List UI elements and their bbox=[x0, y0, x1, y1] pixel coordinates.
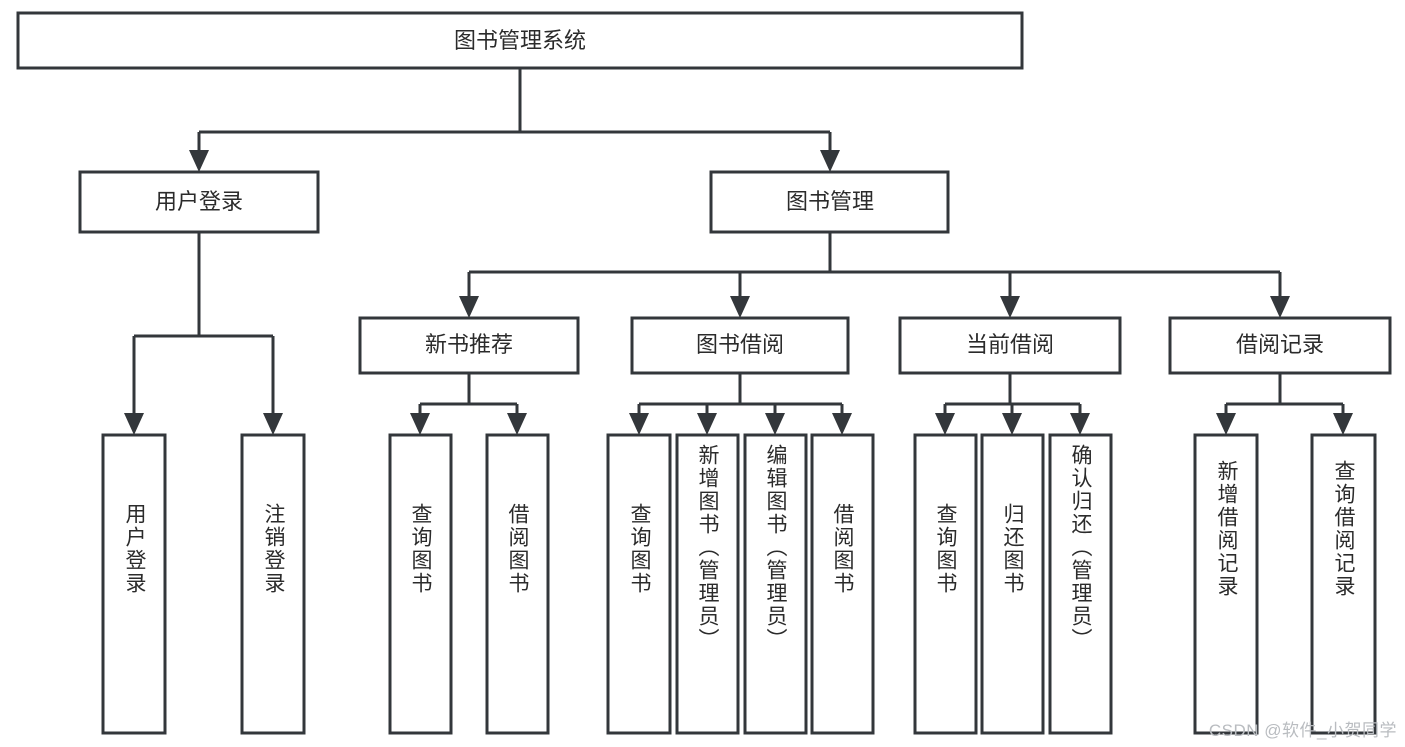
node-leaf-return-book[interactable] bbox=[980, 433, 1045, 735]
connector-book-borrow-bus bbox=[637, 373, 844, 415]
arrow-to-leaf-add-book bbox=[697, 413, 717, 435]
arrow-to-leaf-add-record bbox=[1216, 413, 1236, 435]
node-book-manage[interactable] bbox=[709, 170, 950, 234]
arrow-to-leaf-user-logout bbox=[263, 413, 283, 435]
node-leaf-query-book-2[interactable] bbox=[606, 433, 672, 735]
node-leaf-query-record[interactable] bbox=[1310, 433, 1377, 735]
node-leaf-edit-book[interactable] bbox=[743, 433, 808, 735]
arrow-to-leaf-edit-book bbox=[765, 413, 785, 435]
node-leaf-query-book-1[interactable] bbox=[388, 433, 453, 735]
node-borrow-record[interactable] bbox=[1168, 316, 1392, 375]
arrow-to-current-borrow bbox=[1000, 296, 1020, 318]
connector-layer bbox=[124, 68, 1353, 435]
arrow-to-book-borrow bbox=[730, 296, 750, 318]
arrow-to-leaf-user-login bbox=[124, 413, 144, 435]
connector-user-login-bus bbox=[132, 232, 275, 415]
node-leaf-user-logout[interactable] bbox=[240, 433, 306, 735]
arrow-to-user-login bbox=[189, 150, 209, 172]
node-root[interactable] bbox=[16, 11, 1024, 70]
arrow-to-leaf-borrow-book-1 bbox=[507, 413, 527, 435]
connector-book-manage-bus bbox=[467, 232, 1282, 298]
connector-current-borrow-bus bbox=[943, 373, 1082, 415]
connector-root-bus bbox=[197, 68, 832, 152]
arrow-to-leaf-query-book-1 bbox=[410, 413, 430, 435]
node-current-borrow[interactable] bbox=[898, 316, 1122, 375]
node-current-borrow-label: 当前借阅 bbox=[966, 332, 1054, 357]
arrow-to-leaf-query-record bbox=[1333, 413, 1353, 435]
arrow-to-leaf-return-book bbox=[1002, 413, 1022, 435]
node-layer: 图书管理系统 用户登录 图书管理 新书推荐 图书借阅 当前借阅 借阅记录 bbox=[16, 11, 1392, 735]
connector-new-book-rec-bus bbox=[418, 373, 519, 415]
node-user-login[interactable] bbox=[78, 170, 320, 234]
node-root-label: 图书管理系统 bbox=[454, 28, 586, 53]
arrow-to-new-book-rec bbox=[459, 296, 479, 318]
node-new-book-rec[interactable] bbox=[358, 316, 580, 375]
arrow-to-leaf-confirm-return bbox=[1070, 413, 1090, 435]
node-leaf-user-login[interactable] bbox=[101, 433, 167, 735]
node-leaf-add-record[interactable] bbox=[1193, 433, 1259, 735]
arrow-to-leaf-borrow-book-2 bbox=[832, 413, 852, 435]
csdn-watermark: CSDN @软件_小贺同学 bbox=[1208, 721, 1397, 740]
node-leaf-query-book-3[interactable] bbox=[913, 433, 978, 735]
arrow-to-book-manage bbox=[820, 150, 840, 172]
node-leaf-borrow-book-2[interactable] bbox=[810, 433, 875, 735]
node-new-book-rec-label: 新书推荐 bbox=[425, 332, 513, 357]
arrow-to-borrow-record bbox=[1270, 296, 1290, 318]
node-book-borrow[interactable] bbox=[630, 316, 850, 375]
arrow-to-leaf-query-book-2 bbox=[629, 413, 649, 435]
arrow-to-leaf-query-book-3 bbox=[935, 413, 955, 435]
connector-borrow-record-bus bbox=[1224, 373, 1345, 415]
node-book-manage-label: 图书管理 bbox=[786, 189, 874, 214]
node-leaf-confirm-return[interactable] bbox=[1048, 433, 1113, 735]
node-leaf-add-book[interactable] bbox=[675, 433, 740, 735]
node-borrow-record-label: 借阅记录 bbox=[1236, 332, 1324, 357]
node-leaf-borrow-book-1[interactable] bbox=[485, 433, 550, 735]
node-book-borrow-label: 图书借阅 bbox=[696, 332, 784, 357]
node-user-login-label: 用户登录 bbox=[155, 189, 243, 214]
